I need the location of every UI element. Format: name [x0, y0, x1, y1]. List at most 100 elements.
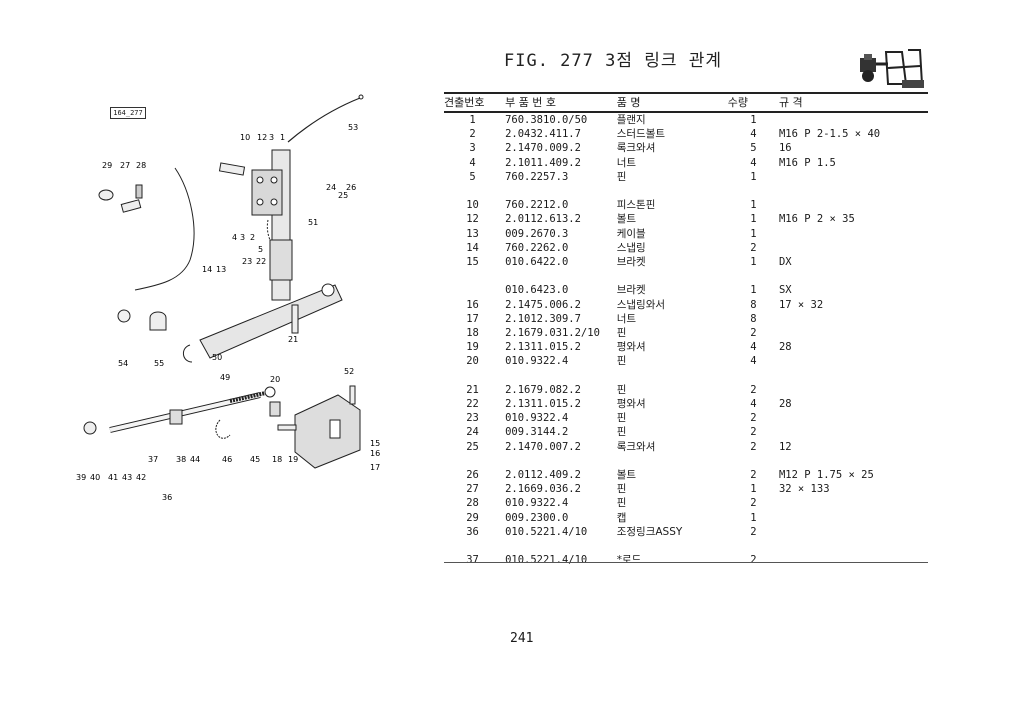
cell-part: 760.2257.3	[505, 170, 569, 183]
cell-qty: 4	[750, 156, 757, 169]
cell-name: 핀	[616, 327, 627, 340]
cell-qty: 2	[750, 383, 757, 396]
cell-qty: 1	[750, 256, 757, 269]
cell-spec	[779, 383, 928, 397]
table-row	[444, 269, 928, 283]
cell-qty: 1	[750, 483, 757, 496]
cell-no	[444, 539, 501, 553]
callout-label: 13	[216, 265, 226, 274]
cell-part: 010.6423.0	[505, 284, 569, 297]
tractor-hitch-icon	[860, 49, 924, 88]
cell-name: 피스톤핀	[616, 199, 656, 212]
cell-name	[617, 539, 728, 553]
cell-no: 5	[469, 170, 476, 183]
cell-qty: 2	[750, 554, 757, 567]
cell-no: 17	[466, 312, 479, 325]
cell-spec: 12	[778, 440, 792, 453]
cell-spec	[779, 227, 928, 241]
callout-label: 52	[344, 367, 354, 376]
cell-spec: 16	[778, 142, 792, 155]
header-qty: 수량	[727, 92, 779, 113]
callout-label: 27	[120, 161, 130, 170]
cell-name: 볼트	[616, 469, 637, 482]
callout-label: 36	[162, 493, 172, 502]
cell-qty: 2	[750, 426, 757, 439]
cell-spec	[779, 369, 928, 383]
callout-label: 55	[154, 359, 164, 368]
cell-qty: 4	[750, 355, 757, 368]
cell-spec	[779, 354, 928, 368]
cell-name: 캡	[616, 511, 627, 524]
cell-qty: 1	[750, 284, 757, 297]
cell-qty: 2	[750, 327, 757, 340]
figure-code-box: 164_277	[110, 107, 146, 119]
cell-no	[444, 184, 501, 198]
cell-qty: 2	[750, 497, 757, 510]
cell-name: 평와셔	[616, 398, 646, 411]
cell-name: 평와셔	[616, 341, 646, 354]
cell-spec	[779, 496, 928, 510]
cell-no: 16	[466, 298, 479, 311]
table-header-row: 견출번호 부 품 번 호 품 명 수량 규 격	[444, 92, 928, 113]
callout-label: 14	[202, 265, 212, 274]
cell-name: 스터드볼트	[616, 128, 666, 141]
cell-no: 25	[466, 440, 479, 453]
header-ref-no: 견출번호	[444, 92, 502, 113]
cell-qty: 1	[750, 199, 757, 212]
cell-no: 29	[466, 511, 479, 524]
cell-name	[617, 269, 728, 283]
cell-part: 760.2262.0	[505, 241, 569, 254]
cell-spec	[779, 454, 928, 468]
cell-no: 26	[466, 469, 479, 482]
cell-part: 010.9322.4	[505, 497, 569, 510]
cell-part: 009.2670.3	[505, 227, 569, 240]
cell-name: 스냅링	[616, 241, 646, 254]
callout-label: 44	[190, 455, 200, 464]
cell-part: 760.2212.0	[505, 199, 569, 212]
table-row	[444, 184, 928, 198]
cell-spec: 28	[778, 398, 792, 411]
callout-label: 12	[257, 133, 267, 142]
cell-spec	[779, 511, 928, 525]
cell-spec: 32 × 133	[778, 483, 830, 496]
cell-qty	[728, 269, 779, 283]
cell-name: 핀	[616, 170, 627, 183]
callout-label: 45	[250, 455, 260, 464]
cell-no: 20	[466, 355, 479, 368]
callout-label: 40	[90, 473, 100, 482]
cell-no: 2	[469, 128, 476, 141]
header-part-name: 품 명	[616, 92, 728, 113]
cell-qty: 4	[750, 341, 757, 354]
cell-name: 너트	[616, 312, 637, 325]
cell-part: 009.2300.0	[505, 511, 569, 524]
callout-label: 39	[76, 473, 86, 482]
cell-spec	[779, 170, 928, 184]
cell-spec	[779, 326, 928, 340]
cell-name: 핀	[616, 426, 627, 439]
header-spec: 규 격	[778, 92, 928, 113]
cell-part	[501, 539, 617, 553]
cell-spec: M12 P 1.75 × 25	[778, 469, 874, 482]
cell-no: 12	[466, 213, 479, 226]
cell-spec: M16 P 2-1.5 × 40	[778, 128, 881, 141]
callout-label: 16	[370, 449, 380, 458]
cell-name: 케이블	[616, 227, 646, 240]
callout-label: 41	[108, 473, 118, 482]
cell-part	[501, 269, 617, 283]
cell-no	[444, 269, 501, 283]
cell-name: 브라켓	[616, 284, 646, 297]
callout-label: 42	[136, 473, 146, 482]
page-number: 241	[510, 631, 534, 646]
cell-qty: 2	[750, 440, 757, 453]
